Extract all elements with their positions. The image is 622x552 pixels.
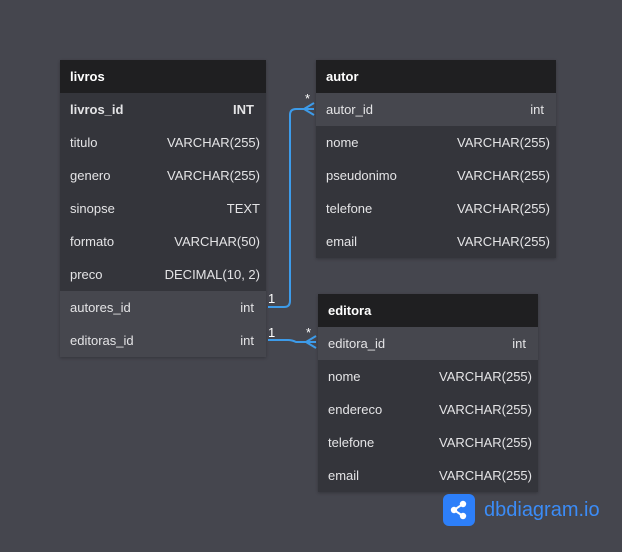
field-row-editoras-id[interactable]: editoras_id int [60, 324, 266, 357]
field-type: VARCHAR(255) [439, 402, 532, 417]
field-name: autores_id [70, 300, 131, 315]
field-row-autores-id[interactable]: autores_id int [60, 291, 266, 324]
cardinality-label: * [305, 91, 310, 106]
table-livros[interactable]: livros livros_id INT titulo VARCHAR(255)… [60, 60, 266, 357]
field-type: VARCHAR(255) [439, 369, 532, 384]
field-row-editora-id[interactable]: editora_id int [318, 327, 538, 360]
field-type: int [240, 300, 254, 315]
table-editora[interactable]: editora editora_id int nome VARCHAR(255)… [318, 294, 538, 492]
field-type: VARCHAR(255) [439, 435, 532, 450]
logo-text: dbdiagram.io [484, 498, 600, 521]
share-network-icon [443, 494, 475, 526]
cardinality-label: 1 [268, 325, 275, 340]
field-type: VARCHAR(255) [457, 135, 550, 150]
cardinality-label: * [306, 325, 311, 340]
field-name: telefone [328, 435, 375, 450]
field-row-nome[interactable]: nome VARCHAR(255) [318, 360, 538, 393]
field-name: editora_id [328, 336, 386, 351]
field-row-titulo[interactable]: titulo VARCHAR(255) [60, 126, 266, 159]
field-row-preco[interactable]: preco DECIMAL(10, 2) [60, 258, 266, 291]
relationship-livros-editora[interactable]: 1 * [268, 325, 317, 349]
field-type: int [240, 333, 254, 348]
field-type: INT [233, 102, 254, 117]
field-type: VARCHAR(255) [167, 135, 260, 150]
field-row-pseudonimo[interactable]: pseudonimo VARCHAR(255) [316, 159, 556, 192]
field-name: endereco [328, 402, 383, 417]
field-name: email [326, 234, 358, 249]
field-row-formato[interactable]: formato VARCHAR(50) [60, 225, 266, 258]
field-type: VARCHAR(255) [457, 234, 550, 249]
field-row-nome[interactable]: nome VARCHAR(255) [316, 126, 556, 159]
field-name: email [328, 468, 360, 483]
field-name: sinopse [70, 201, 115, 216]
field-type: VARCHAR(50) [174, 234, 260, 249]
field-row-genero[interactable]: genero VARCHAR(255) [60, 159, 266, 192]
field-type: VARCHAR(255) [167, 168, 260, 183]
field-name: editoras_id [70, 333, 134, 348]
field-type: DECIMAL(10, 2) [164, 267, 260, 282]
field-row-endereco[interactable]: endereco VARCHAR(255) [318, 393, 538, 426]
crows-foot-icon [305, 335, 317, 349]
field-type: TEXT [226, 201, 260, 216]
field-name: genero [70, 168, 111, 183]
field-name: nome [328, 369, 361, 384]
table-header-editora[interactable]: editora [318, 294, 538, 327]
field-type: int [530, 102, 544, 117]
crows-foot-icon [303, 102, 315, 116]
field-name: titulo [70, 135, 98, 150]
field-name: formato [70, 234, 115, 249]
cardinality-label: 1 [268, 291, 275, 306]
field-row-livros-id[interactable]: livros_id INT [60, 93, 266, 126]
field-name: nome [326, 135, 359, 150]
field-row-email[interactable]: email VARCHAR(255) [318, 459, 538, 492]
field-name: livros_id [70, 102, 124, 117]
field-type: VARCHAR(255) [457, 201, 550, 216]
relation-line[interactable] [268, 108, 314, 308]
field-row-telefone[interactable]: telefone VARCHAR(255) [318, 426, 538, 459]
field-type: int [512, 336, 526, 351]
dbdiagram-logo[interactable]: dbdiagram.io [443, 494, 600, 526]
field-name: pseudonimo [326, 168, 397, 183]
field-type: VARCHAR(255) [439, 468, 532, 483]
field-row-email[interactable]: email VARCHAR(255) [316, 225, 556, 258]
relationship-livros-autor[interactable]: 1 * [268, 91, 315, 308]
field-row-telefone[interactable]: telefone VARCHAR(255) [316, 192, 556, 225]
field-row-sinopse[interactable]: sinopse TEXT [60, 192, 266, 225]
table-autor[interactable]: autor autor_id int nome VARCHAR(255) pse… [316, 60, 556, 258]
table-header-livros[interactable]: livros [60, 60, 266, 93]
field-type: VARCHAR(255) [457, 168, 550, 183]
field-name: telefone [326, 201, 373, 216]
relation-line[interactable] [268, 339, 316, 343]
field-row-autor-id[interactable]: autor_id int [316, 93, 556, 126]
field-name: autor_id [326, 102, 373, 117]
table-header-autor[interactable]: autor [316, 60, 556, 93]
field-name: preco [70, 267, 103, 282]
